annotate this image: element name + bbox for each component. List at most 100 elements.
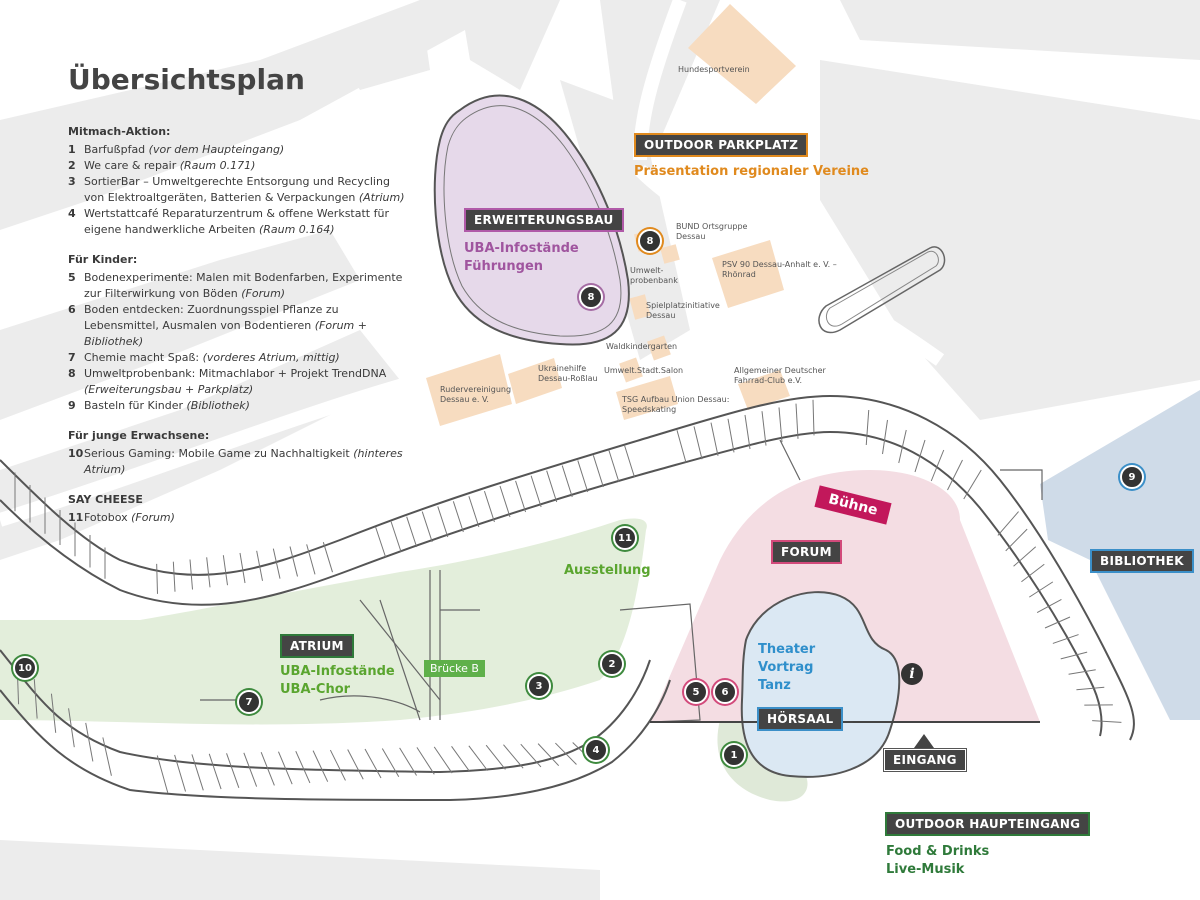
parcel [619, 357, 643, 383]
legend-item-description: Umweltprobenbank: Mitmachlabor + Projekt… [84, 367, 387, 380]
legend-item-text: Barfußpfad (vor dem Haupteingang) [84, 142, 413, 158]
legend-item: 1 Barfußpfad (vor dem Haupteingang) [68, 142, 413, 158]
room-wall [930, 449, 945, 482]
legend-item-location: (vor dem Haupteingang) [148, 143, 285, 156]
marker-7[interactable]: 7 [237, 690, 261, 714]
room-wall [947, 459, 963, 491]
info-icon[interactable]: i [901, 663, 923, 685]
room-wall [322, 542, 333, 573]
legend-item-location: (Bibliothek) [186, 399, 250, 412]
room-wall [1068, 669, 1096, 675]
club-ruder-line1: Rudervereinigung [440, 385, 512, 394]
room-wall [520, 743, 542, 768]
club-ukraine-line2: Dessau-Roßlau [538, 374, 598, 383]
outdoor-parkplatz-label[interactable]: OUTDOOR PARKPLATZ [634, 133, 809, 157]
room-wall [1052, 634, 1079, 644]
vortrag-text: Vortrag [758, 660, 814, 675]
marker-5[interactable]: 5 [684, 680, 708, 704]
uba-chor-text: UBA-Chor [280, 682, 351, 697]
atrium-text: UBA-Infostände UBA-Chor [280, 663, 395, 699]
uba-infostaende-atrium-text: UBA-Infostände [280, 664, 395, 679]
hundesport-parcel [688, 4, 796, 104]
marker-8-parkplatz[interactable]: 8 [638, 229, 662, 253]
room-wall [347, 749, 364, 780]
legend-item-location: (vorderes Atrium, mittig) [202, 351, 340, 364]
tanz-text: Tanz [758, 678, 791, 693]
road-shape [0, 230, 360, 420]
room-wall [1029, 581, 1054, 598]
room-wall [592, 455, 604, 488]
room-wall [963, 469, 982, 500]
room-wall [1021, 563, 1045, 583]
ukraine-parcel [508, 358, 562, 404]
marker-11[interactable]: 11 [613, 526, 637, 550]
outdoor-haupteingang-label[interactable]: OUTDOOR HAUPTEINGANG [885, 812, 1091, 836]
room-wall [278, 751, 293, 785]
hoersaal-label[interactable]: HÖRSAAL [757, 707, 844, 731]
legend-heading: Für junge Erwachsene: [68, 429, 210, 442]
erweiterungsbau-label[interactable]: ERWEITERUNGSBAU [464, 208, 624, 232]
room-wall [1013, 546, 1037, 567]
legend-item-number: 11 [68, 511, 84, 524]
room-wall [1092, 720, 1122, 723]
ruder-parcel [426, 354, 512, 426]
legend-heading: SAY CHEESE [68, 493, 143, 506]
marker-2[interactable]: 2 [600, 652, 624, 676]
room-wall [189, 559, 193, 590]
room-wall [882, 419, 888, 455]
road-shape [0, 840, 600, 900]
legend-item-text: Fotobox (Forum) [84, 510, 413, 526]
marker-8-erweiterungsbau[interactable]: 8 [579, 285, 603, 309]
room-wall [546, 470, 558, 503]
bridge-line [359, 599, 441, 701]
legend-item-text: Boden entdecken: Zuordnungsspiel Pflanze… [84, 302, 413, 350]
marker-3[interactable]: 3 [527, 674, 551, 698]
room-wall [530, 475, 542, 508]
legend-item-description: Chemie macht Spaß: [84, 351, 203, 364]
ausstellung-text: Ausstellung [564, 563, 651, 578]
room-wall [85, 722, 94, 762]
club-hundesport: Hundesportverein [678, 65, 750, 74]
room-wall [102, 737, 112, 776]
bibliothek-label[interactable]: BIBLIOTHEK [1090, 549, 1194, 573]
marker-10[interactable]: 10 [13, 656, 37, 680]
bruecke-b-label[interactable]: Brücke B [424, 660, 485, 677]
eingang-label[interactable]: EINGANG [883, 748, 967, 772]
marker-1[interactable]: 1 [722, 743, 746, 767]
legend-item-description: Barfußpfad [84, 143, 149, 156]
club-parcels [426, 230, 790, 426]
atrium-label[interactable]: ATRIUM [280, 634, 354, 658]
room-wall [561, 465, 573, 498]
marker-4[interactable]: 4 [584, 738, 608, 762]
rhoenrad-track-inner [826, 250, 939, 327]
room-wall [239, 552, 246, 584]
marker-9[interactable]: 9 [1120, 465, 1144, 489]
forum-label[interactable]: FORUM [771, 540, 842, 564]
room-wall [406, 516, 418, 548]
room-wall [483, 490, 495, 523]
room-wall [761, 411, 767, 446]
haupteingang-text: Food & Drinks Live-Musik [886, 843, 989, 879]
legend-item-location: (hinteres Atrium) [84, 447, 403, 476]
room-wall [50, 693, 57, 733]
legend-item-number: 1 [68, 143, 76, 156]
road-line [0, 133, 444, 307]
erweiterungsbau-text: UBA-Infostände Führungen [464, 240, 579, 276]
legend-item-description: Wertstattcafé Reparaturzentrum & offene … [84, 207, 389, 236]
room-wall [795, 403, 799, 439]
club-psv: PSV 90 Dessau-Anhalt e. V. –Rhönrad [722, 260, 837, 280]
parcel [647, 335, 671, 361]
room-wall [289, 546, 298, 577]
legend-item-number: 10 [68, 447, 84, 460]
room-wall [778, 407, 783, 443]
marker-6[interactable]: 6 [713, 680, 737, 704]
room-wall [421, 511, 433, 543]
bridge-line [379, 599, 421, 721]
legend-heading: Mitmach-Aktion: [68, 125, 171, 138]
